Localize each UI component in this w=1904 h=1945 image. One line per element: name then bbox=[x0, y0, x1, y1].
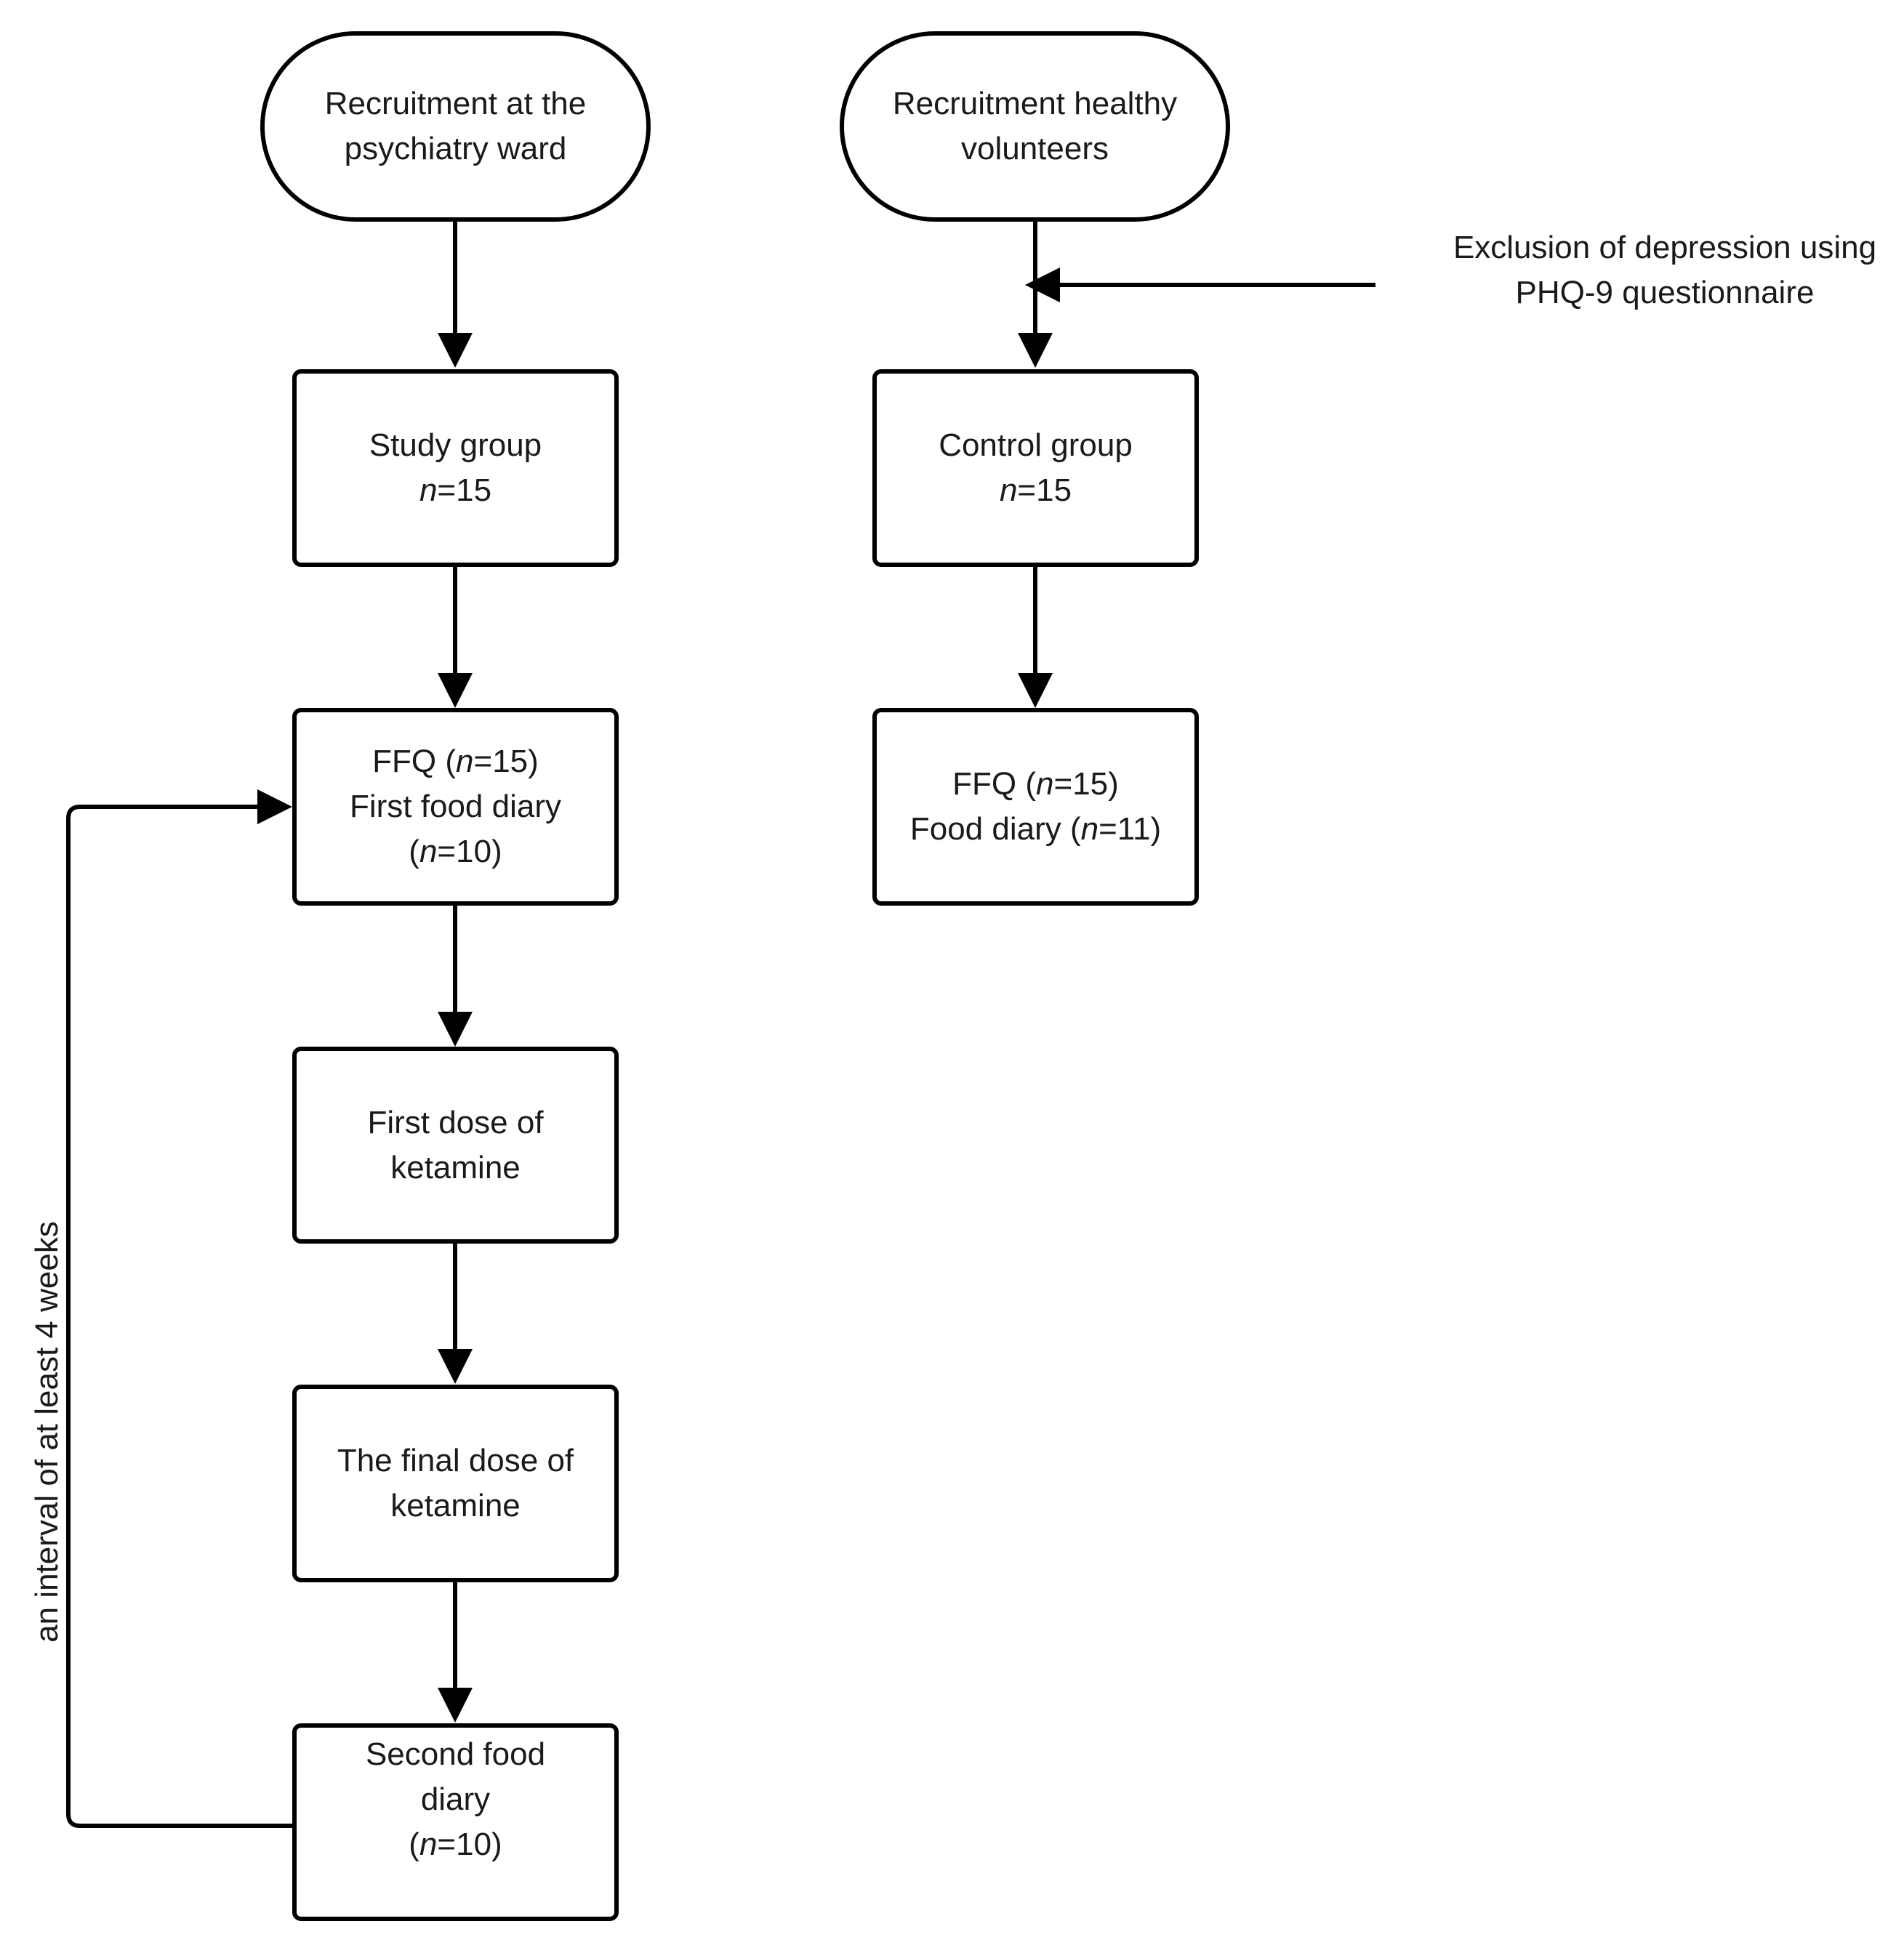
study-first-diary-count: (n=10) bbox=[409, 834, 502, 869]
second-food-diary-node: Second food diary (n=10) bbox=[292, 1723, 619, 1921]
final-dose-line1: The final dose of bbox=[337, 1443, 574, 1478]
first-dose-line1: First dose of bbox=[367, 1104, 544, 1140]
second-diary-line2: diary bbox=[420, 1781, 491, 1817]
final-dose-line2: ketamine bbox=[390, 1488, 521, 1523]
control-group-count: n=15 bbox=[999, 472, 1072, 508]
control-ffq-count: FFQ (n=15) bbox=[952, 766, 1119, 802]
control-ffq-food-diary-node: FFQ (n=15) Food diary (n=11) bbox=[872, 708, 1199, 906]
recruitment-healthy-volunteers-node: Recruitment healthy volunteers bbox=[840, 31, 1230, 222]
study-ffq-count: FFQ (n=15) bbox=[372, 744, 539, 779]
final-dose-ketamine-node: The final dose of ketamine bbox=[292, 1385, 619, 1582]
control-group-node: Control group n=15 bbox=[872, 369, 1199, 567]
exclusion-depression-note: Exclusion of depression using PHQ-9 ques… bbox=[1418, 225, 1904, 315]
study-first-diary-label: First food diary bbox=[350, 789, 561, 824]
recruitment-ward-line1: Recruitment at the bbox=[324, 86, 587, 121]
control-group-label: Control group bbox=[939, 427, 1133, 463]
first-dose-line2: ketamine bbox=[390, 1149, 521, 1185]
first-dose-ketamine-node: First dose of ketamine bbox=[292, 1047, 619, 1244]
recruitment-ward-line2: psychiatry ward bbox=[344, 131, 567, 166]
recruitment-psychiatry-ward-node: Recruitment at the psychiatry ward bbox=[260, 31, 651, 222]
control-food-diary-count: Food diary (n=11) bbox=[909, 811, 1162, 847]
edge-loop-back-interval bbox=[66, 789, 292, 1828]
recruitment-healthy-line1: Recruitment healthy bbox=[892, 86, 1178, 121]
study-group-node: Study group n=15 bbox=[292, 369, 619, 567]
study-group-count: n=15 bbox=[419, 472, 492, 508]
second-diary-count: (n=10) bbox=[409, 1827, 502, 1862]
study-group-label: Study group bbox=[369, 427, 542, 463]
second-diary-line1: Second food bbox=[365, 1736, 546, 1772]
exclusion-line1: Exclusion of depression using bbox=[1453, 230, 1877, 265]
interval-label: an interval of at least 4 weeks bbox=[29, 1221, 65, 1643]
study-ffq-first-diary-node: FFQ (n=15) First food diary (n=10) bbox=[292, 708, 619, 906]
recruitment-healthy-line2: volunteers bbox=[960, 131, 1109, 166]
exclusion-line2: PHQ-9 questionnaire bbox=[1515, 275, 1815, 310]
